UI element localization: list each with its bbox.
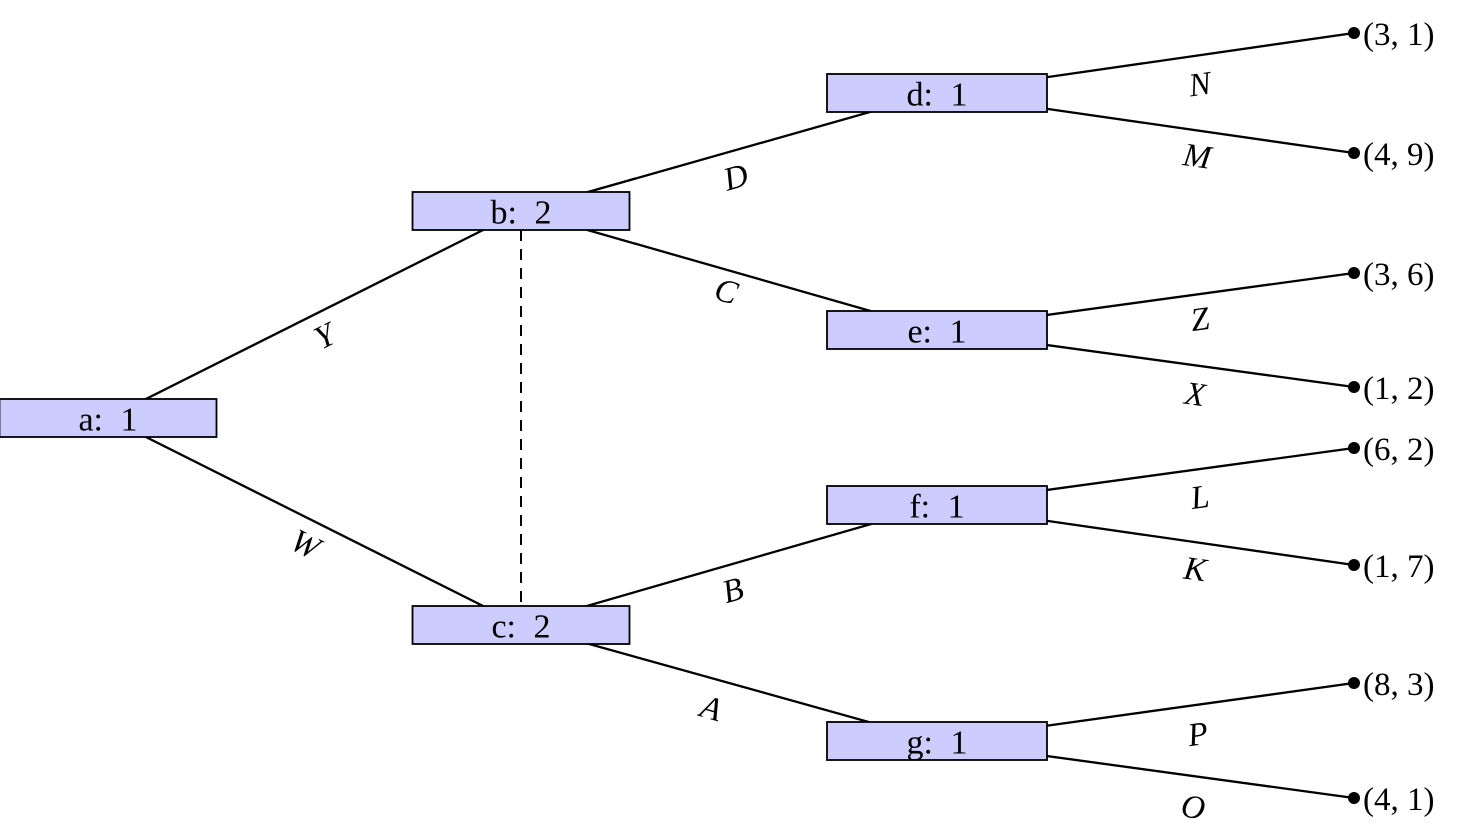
decision-node-g [826,721,1048,761]
decision-node-b [411,191,631,231]
edge-label-A: A [694,688,726,729]
edge-label-O: O [1179,789,1208,828]
edge-label-C: C [710,272,742,313]
payoff-label-leaf-3-1: (3, 1) [1363,17,1434,53]
edges-layer [107,31,1355,800]
edge-label-N: N [1186,65,1216,104]
leaf-dot-leaf-4-1 [1348,792,1360,804]
decision-node-label-g: g: 1 [907,725,968,762]
edge-label-B: B [718,571,747,611]
decision-node-label-e: e: 1 [907,314,966,351]
payoff-label-leaf-8-3: (8, 3) [1363,667,1434,703]
edge-label-W: W [285,523,328,569]
leaf-dot-leaf-4-9 [1348,147,1360,159]
decision-node-e [826,310,1048,350]
decision-node-label-a: a: 1 [78,402,137,439]
edge-label-Y: Y [309,315,345,357]
decision-node-label-c: c: 2 [491,609,550,646]
leaf-dot-leaf-3-6 [1348,267,1360,279]
edge-label-K: K [1181,551,1211,590]
decision-node-c [411,605,631,645]
payoff-label-leaf-3-6: (3, 6) [1363,257,1434,293]
leaf-dot-leaf-3-1 [1348,27,1360,39]
edge-label-D: D [719,157,753,198]
decision-node-f [826,485,1048,525]
decision-node-label-b: b: 2 [491,195,552,232]
edge-label-P: P [1185,716,1211,755]
leaf-dot-leaf-1-7 [1348,559,1360,571]
nodes-layer [0,27,1360,804]
leaf-dot-leaf-8-3 [1348,677,1360,689]
edge-line-a-c [107,416,522,627]
edge-label-Z: Z [1188,301,1212,339]
payoff-label-leaf-4-1: (4, 1) [1363,782,1434,818]
edge-line-a-b [107,209,522,420]
edge-label-L: L [1187,479,1211,517]
decision-node-a [0,398,218,438]
decision-node-label-d: d: 1 [907,77,968,114]
payoff-label-leaf-6-2: (6, 2) [1363,432,1434,468]
leaf-dot-leaf-6-2 [1348,442,1360,454]
edge-line-c-f [520,503,938,627]
payoff-label-leaf-1-2: (1, 2) [1363,371,1434,407]
decision-node-d [826,73,1048,113]
labels-layer: a: 1 b: 2 c: 2 d: 1 e: 1 f: 1 g: 1 (3, 1) (4, 9)… [78,17,1434,827]
payoff-label-leaf-4-9: (4, 9) [1363,137,1434,173]
edge-label-X: X [1181,376,1210,415]
leaf-dot-leaf-1-2 [1348,381,1360,393]
edge-label-M: M [1180,137,1215,177]
payoff-label-leaf-1-7: (1, 7) [1363,549,1434,585]
decision-node-label-f: f: 1 [909,489,964,526]
